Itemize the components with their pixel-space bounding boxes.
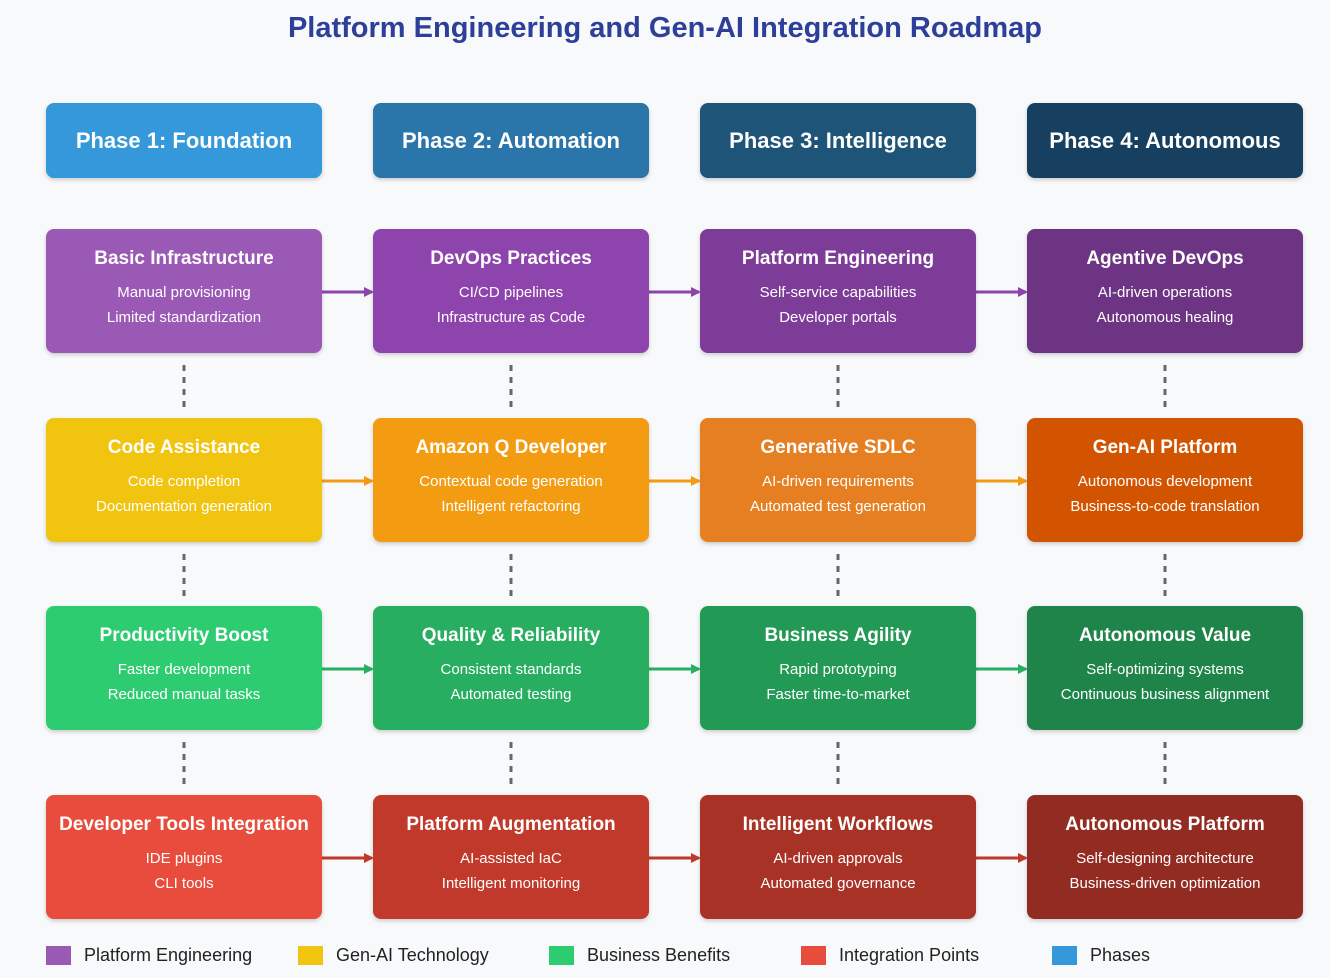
card-detail: Faster development <box>117 661 251 678</box>
legend-item: Gen-AI Technology <box>298 944 489 966</box>
card-detail: Intelligent monitoring <box>441 875 581 892</box>
card-title: Agentive DevOps <box>1086 248 1244 269</box>
card-detail: Self-optimizing systems <box>1086 661 1244 678</box>
card-title: Platform Engineering <box>741 248 935 269</box>
card-detail: Self-service capabilities <box>759 284 917 301</box>
card-title: Platform Augmentation <box>406 814 616 835</box>
card-detail: Consistent standards <box>440 661 582 678</box>
card-title: Code Assistance <box>107 437 261 458</box>
card-detail: Faster time-to-market <box>766 686 910 703</box>
card-detail: AI-driven operations <box>1097 284 1233 301</box>
card-detail: CI/CD pipelines <box>458 284 564 301</box>
card-title: Autonomous Platform <box>1065 814 1265 835</box>
card-detail: Automated testing <box>450 686 572 703</box>
card-detail: CLI tools <box>154 875 214 892</box>
card-detail: AI-driven approvals <box>773 850 903 867</box>
card-detail: Business-to-code translation <box>1070 498 1260 515</box>
legend-item: Platform Engineering <box>46 944 252 966</box>
legend-swatch <box>298 945 323 965</box>
card-detail: Developer portals <box>779 309 897 326</box>
card-detail: AI-driven requirements <box>762 473 914 490</box>
card-detail: Reduced manual tasks <box>107 686 261 703</box>
phase-label: Phase 4: Autonomous <box>1049 127 1281 153</box>
card-detail: Manual provisioning <box>117 284 251 301</box>
phase-header-2: Phase 2: Automation <box>373 103 649 178</box>
card-title: Quality & Reliability <box>421 625 601 646</box>
legend-label: Phases <box>1090 944 1151 965</box>
phase-label: Phase 3: Intelligence <box>729 127 947 153</box>
card-title: Developer Tools Integration <box>59 814 309 835</box>
card-title: Basic Infrastructure <box>94 248 274 269</box>
card-detail: AI-assisted IaC <box>460 850 562 867</box>
card-detail: Business-driven optimization <box>1069 875 1261 892</box>
legend-swatch <box>549 945 574 965</box>
diagram-title: Platform Engineering and Gen-AI Integrat… <box>287 12 1043 44</box>
phase-header-1: Phase 1: Foundation <box>46 103 322 178</box>
card-detail: Intelligent refactoring <box>441 498 581 515</box>
card-detail: Automated test generation <box>750 498 926 515</box>
legend-swatch <box>801 945 826 965</box>
card-detail: Continuous business alignment <box>1060 686 1270 703</box>
card-detail: Infrastructure as Code <box>436 309 586 326</box>
card-detail: Limited standardization <box>106 309 262 326</box>
card-title: Amazon Q Developer <box>415 437 607 458</box>
card-detail: Code completion <box>127 473 241 490</box>
legend-swatch <box>1052 945 1077 965</box>
card-detail: Documentation generation <box>96 498 272 515</box>
legend-item: Phases <box>1052 944 1150 966</box>
card-title: Generative SDLC <box>760 437 916 458</box>
card-title: Productivity Boost <box>99 625 269 646</box>
card-detail: Contextual code generation <box>419 473 603 490</box>
card-detail: Automated governance <box>760 875 916 892</box>
card-detail: Autonomous healing <box>1096 309 1234 326</box>
card-detail: Autonomous development <box>1077 473 1253 490</box>
card-title: Autonomous Value <box>1078 625 1252 646</box>
card-title: Intelligent Workflows <box>742 814 934 835</box>
card-title: Business Agility <box>764 625 912 646</box>
card-detail: IDE plugins <box>145 850 223 867</box>
legend-label: Gen-AI Technology <box>336 944 489 965</box>
card-detail: Rapid prototyping <box>779 661 897 678</box>
phase-label: Phase 1: Foundation <box>75 127 293 153</box>
legend-item: Business Benefits <box>549 944 730 966</box>
legend-label: Business Benefits <box>587 944 731 965</box>
card-title: DevOps Practices <box>430 248 592 269</box>
card-detail: Self-designing architecture <box>1076 850 1254 867</box>
phase-header-3: Phase 3: Intelligence <box>700 103 976 178</box>
card-title: Gen-AI Platform <box>1092 437 1238 458</box>
phase-header-4: Phase 4: Autonomous <box>1027 103 1303 178</box>
legend-item: Integration Points <box>801 944 979 966</box>
legend-label: Integration Points <box>839 944 980 965</box>
legend-label: Platform Engineering <box>84 944 253 965</box>
phase-label: Phase 2: Automation <box>402 127 620 153</box>
legend-swatch <box>46 945 71 965</box>
